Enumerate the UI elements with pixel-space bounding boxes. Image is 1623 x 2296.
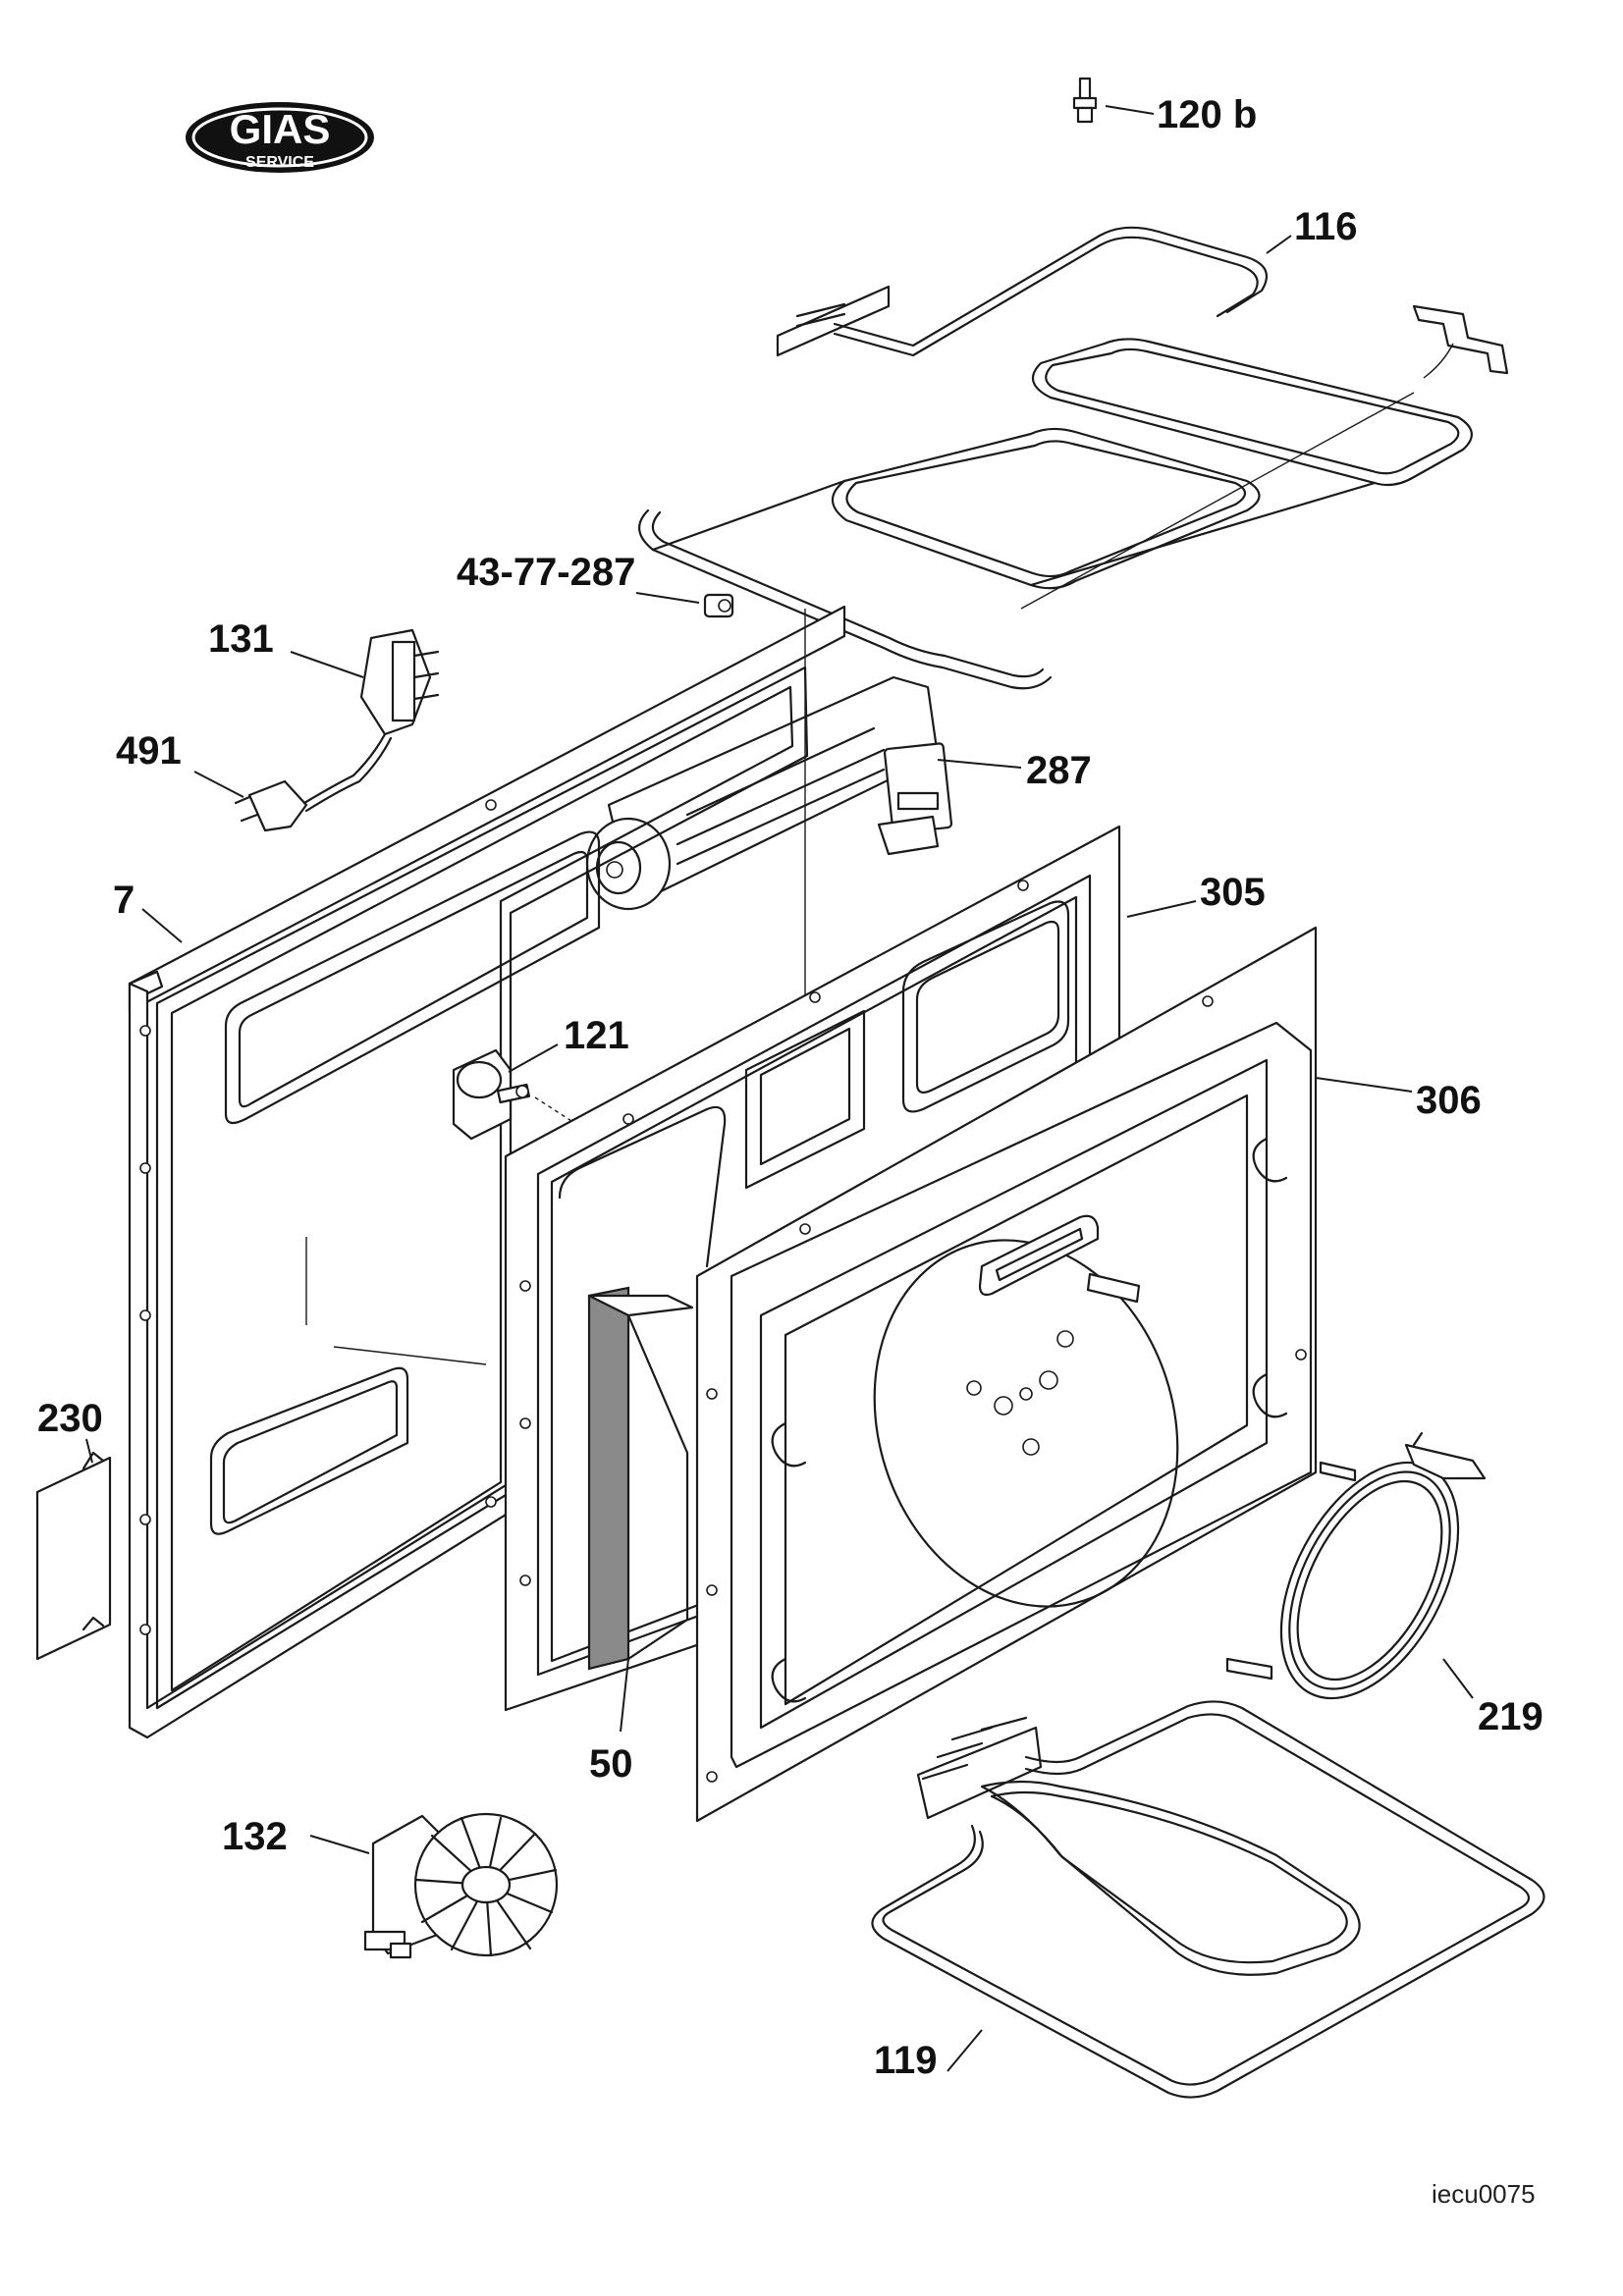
part-491-power-cable [234, 732, 393, 832]
part-287-cooling-fan [585, 675, 953, 911]
drawing-code: iecu0075 [1432, 2179, 1536, 2209]
callout-306: 306 [1416, 1079, 1482, 1122]
part-306-rear-cavity-plate [695, 926, 1318, 1823]
callout-7: 7 [113, 879, 135, 922]
part-219-circular-heating-element [1225, 1431, 1487, 1700]
callout-132: 132 [222, 1815, 288, 1858]
part-116-upper-heating-element [638, 226, 1509, 690]
callout-50: 50 [589, 1742, 633, 1786]
part-119-lower-heating-element [871, 1700, 1545, 2099]
part-131-terminal-block [359, 628, 440, 736]
logo-brand: GIAS [230, 106, 331, 152]
part-121-thermostat [452, 1048, 572, 1141]
part-50-insulation [587, 1286, 694, 1671]
callout-491: 491 [116, 729, 182, 773]
callout-230: 230 [37, 1397, 103, 1440]
gias-service-logo: GIAS SERVICE [186, 102, 374, 173]
part-132-convection-fan-motor [363, 1812, 559, 1959]
callout-116: 116 [1294, 205, 1358, 248]
part-43-77-287-clip [703, 593, 734, 618]
callout-219: 219 [1478, 1695, 1543, 1738]
callout-119: 119 [874, 2039, 938, 2082]
callout-287: 287 [1026, 749, 1092, 792]
callout-120b: 120 b [1157, 93, 1257, 136]
logo-tagline: SERVICE [245, 154, 314, 171]
callout-131: 131 [208, 617, 274, 661]
part-230-cover-plate [35, 1451, 112, 1661]
part-120b-screw [1072, 77, 1098, 124]
callout-121: 121 [564, 1014, 629, 1057]
callout-43-77-287: 43-77-287 [457, 551, 635, 594]
callout-305: 305 [1200, 871, 1266, 914]
